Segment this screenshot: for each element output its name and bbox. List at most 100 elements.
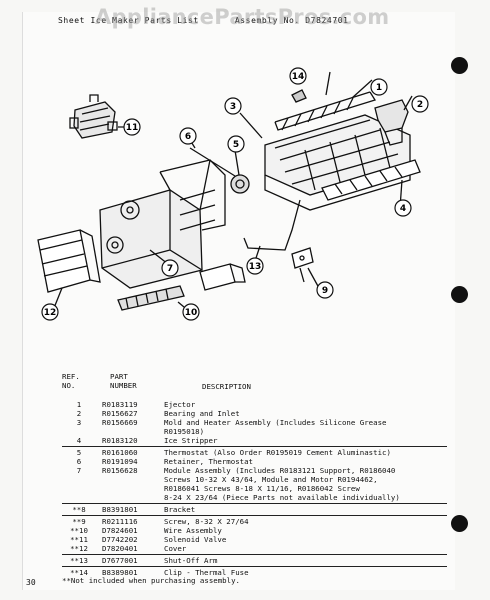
header-title: Sheet Ice Maker Parts List [58, 16, 199, 25]
row-divider [62, 566, 447, 567]
part-bracket [291, 247, 314, 269]
table-row: **11 D7742202 Solenoid Valve [62, 535, 447, 544]
callout-label-9: 9 [322, 286, 328, 296]
part-ejector [274, 91, 376, 131]
part-number-cell: D7820401 [102, 544, 138, 553]
table-row: 6 R0191094 Retainer, Thermostat [62, 457, 447, 466]
part-number-cell: R0183120 [102, 436, 138, 445]
ref-cell: 2 [76, 409, 82, 418]
ref-cell: 3 [76, 418, 82, 427]
callout-14 [289, 67, 307, 85]
part-number-cell: B8389801 [102, 568, 138, 577]
ref-cell: 4 [76, 436, 82, 445]
callout-label-13: 13 [249, 262, 262, 272]
parts-table-header: REF. NO. PART NUMBER DESCRIPTION [62, 372, 447, 400]
ref-cell: **14 [70, 568, 88, 577]
part-thermostat [230, 174, 250, 194]
callout-label-5: 5 [233, 140, 239, 150]
table-row: **8 B8391801 Bracket [62, 505, 447, 514]
part-number-cell: R0211116 [102, 517, 138, 526]
callout-label-14: 14 [292, 72, 305, 82]
part-number-cell: D7824601 [102, 526, 138, 535]
callout-11 [123, 118, 141, 136]
part-cover [37, 229, 101, 293]
binder-hole-top [451, 57, 468, 74]
part-wire-assembly [117, 263, 246, 311]
exploded-parts-diagram: 1 2 3 4 5 6 7 9 10 11 12 13 14 [37, 67, 429, 321]
callout-2 [411, 95, 429, 113]
part-shutoff-arm [243, 199, 301, 251]
table-row: **13 D7677001 Shut-Off Arm [62, 556, 447, 565]
description-cell: Retainer, Thermostat [164, 457, 253, 466]
row-divider [62, 515, 447, 516]
ref-cell: **12 [70, 544, 88, 553]
part-number-cell: R0161060 [102, 448, 138, 457]
description-cell: Module Assembly (Includes R0183121 Suppo… [164, 466, 400, 502]
description-cell: Bearing and Inlet [164, 409, 240, 418]
description-cell: Bracket [164, 505, 196, 514]
watermark: AppliancePartsPros.com [95, 5, 390, 29]
page-number: 30 [26, 578, 36, 587]
callout-3 [224, 97, 242, 115]
row-divider [62, 446, 447, 447]
ref-cell: **11 [70, 535, 88, 544]
row-divider [62, 503, 447, 504]
table-row: 5 R0161060 Thermostat (Also Order R0195019… [62, 448, 447, 457]
callout-label-12: 12 [44, 308, 57, 318]
header-ref-no: REF. NO. [62, 372, 80, 390]
part-number-cell: R0156669 [102, 418, 138, 427]
page-header: Sheet Ice Maker Parts List Assembly No. D… [58, 16, 349, 25]
header-description: DESCRIPTION [202, 382, 251, 391]
callout-label-11: 11 [126, 123, 139, 133]
description-cell: Shut-Off Arm [164, 556, 218, 565]
ref-cell: 5 [76, 448, 82, 457]
ref-cell: **13 [70, 556, 88, 565]
header-assembly: Assembly No. D7824701 [234, 16, 349, 25]
part-number-cell: R0156627 [102, 409, 138, 418]
part-bearing-inlet [374, 99, 409, 146]
callout-4 [394, 199, 412, 217]
callout-label-1: 1 [376, 83, 382, 93]
part-number-cell: D7677001 [102, 556, 138, 565]
callout-1 [370, 78, 388, 96]
description-cell: Cover [164, 544, 187, 553]
ref-cell: 7 [76, 466, 82, 475]
callout-label-3: 3 [230, 102, 236, 112]
table-row: **14 B8389801 Clip - Thermal Fuse [62, 568, 447, 577]
binder-hole-middle [451, 286, 468, 303]
row-divider [62, 554, 447, 555]
callout-label-10: 10 [185, 308, 198, 318]
callout-label-2: 2 [417, 100, 423, 110]
part-ice-stripper [321, 159, 421, 201]
description-cell: Thermostat (Also Order R0195019 Cement A… [164, 448, 391, 457]
part-number-cell: D7742202 [102, 535, 138, 544]
callout-label-4: 4 [400, 204, 406, 214]
description-cell: Ice Stripper [164, 436, 218, 445]
part-number-cell: B8391801 [102, 505, 138, 514]
callout-label-6: 6 [185, 132, 191, 142]
description-cell: Screw, 8-32 X 27/64 [164, 517, 249, 526]
ref-cell: 6 [76, 457, 82, 466]
ref-cell: **10 [70, 526, 88, 535]
table-row: **12 D7820401 Cover [62, 544, 447, 553]
callout-7 [161, 259, 179, 277]
callout-10 [182, 303, 200, 321]
part-number-cell: R0191094 [102, 457, 138, 466]
part-number-cell: R0156628 [102, 466, 138, 475]
callout-12 [41, 303, 59, 321]
footnote: **Not included when purchasing assembly. [62, 576, 240, 585]
ref-cell: 1 [76, 400, 82, 409]
description-cell: Solenoid Valve [164, 535, 227, 544]
description-cell: Clip - Thermal Fuse [164, 568, 249, 577]
part-thermal-fuse-clip [291, 89, 307, 103]
callout-9 [316, 281, 334, 299]
ref-cell: **8 [72, 505, 86, 514]
callout-label-7: 7 [167, 264, 173, 274]
table-row: 2 R0156627 Bearing and Inlet [62, 409, 447, 418]
callout-5 [227, 135, 245, 153]
table-row: 4 R0183120 Ice Stripper [62, 436, 447, 445]
table-row: 7 R0156628 Module Assembly (Includes R0183… [62, 466, 447, 502]
